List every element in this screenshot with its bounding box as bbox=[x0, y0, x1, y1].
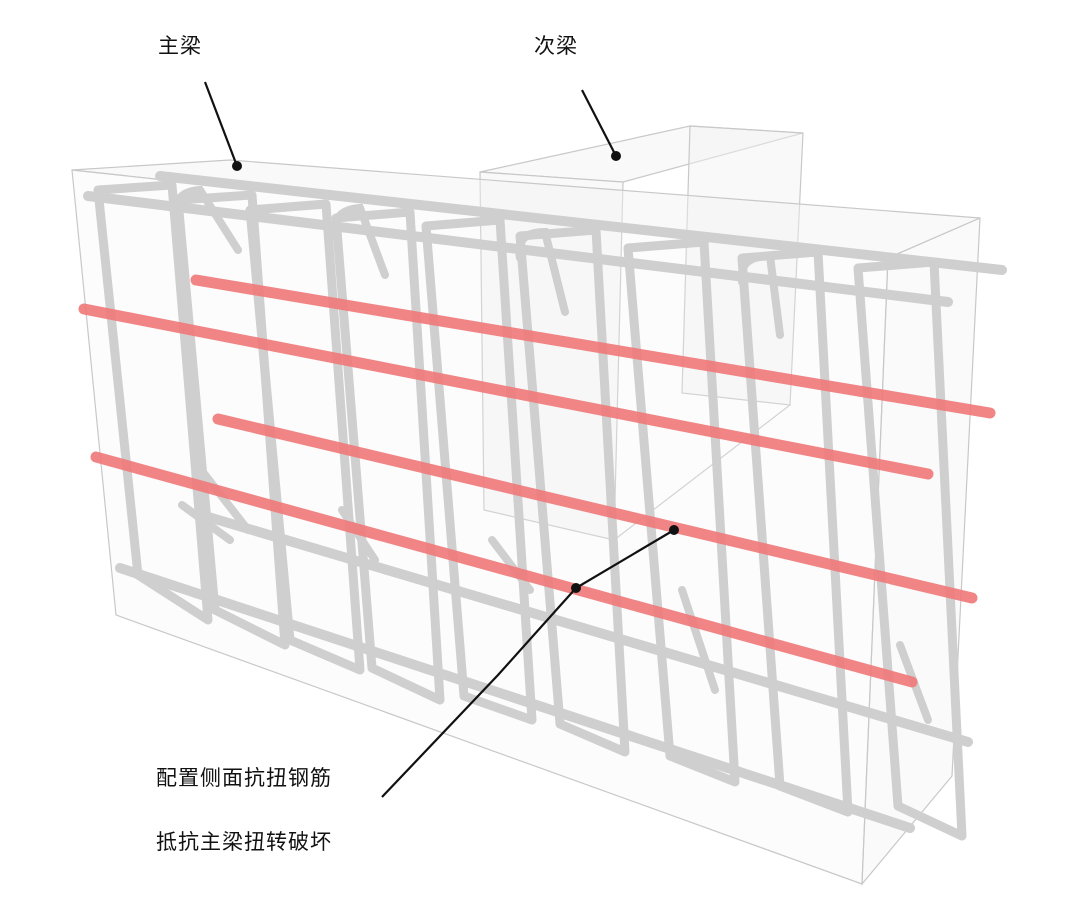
leader-dot bbox=[611, 151, 621, 161]
stirrup bbox=[515, 225, 630, 757]
stirrups bbox=[93, 180, 967, 841]
main-beam-label: 主梁 bbox=[158, 34, 202, 58]
torsion-bar bbox=[78, 303, 934, 480]
leader-main-beam bbox=[203, 81, 239, 167]
top-bar bbox=[155, 171, 1007, 275]
hook bbox=[172, 185, 242, 254]
stirrup bbox=[421, 215, 537, 725]
hook bbox=[488, 536, 534, 594]
leader-torsion bbox=[381, 529, 675, 798]
torsion-note-line1: 配置侧面抗扭钢筋 bbox=[156, 766, 332, 790]
stirrup bbox=[331, 207, 445, 705]
torsion-rebar bbox=[78, 274, 996, 688]
hook bbox=[737, 251, 784, 339]
leader-dot bbox=[669, 525, 679, 535]
secondary-beam-label: 次梁 bbox=[534, 34, 578, 58]
leader-dot bbox=[571, 583, 581, 593]
torsion-bar bbox=[190, 274, 996, 419]
torsion-bar bbox=[212, 413, 978, 604]
stirrup bbox=[853, 257, 967, 841]
hook bbox=[678, 586, 719, 694]
torsion-note-line2: 抵抗主梁扭转破坏 bbox=[156, 830, 332, 854]
stirrup bbox=[93, 180, 213, 625]
leader-dots bbox=[232, 151, 679, 593]
stirrup bbox=[245, 199, 365, 675]
leader-secondary-beam bbox=[581, 89, 617, 157]
hook bbox=[331, 203, 389, 279]
leader-dot bbox=[232, 161, 242, 171]
leader-lines bbox=[203, 81, 675, 798]
stirrup bbox=[623, 237, 740, 787]
torsion-bar bbox=[90, 451, 918, 688]
hook bbox=[178, 501, 234, 544]
hook bbox=[515, 227, 569, 316]
stirrup bbox=[737, 247, 853, 817]
